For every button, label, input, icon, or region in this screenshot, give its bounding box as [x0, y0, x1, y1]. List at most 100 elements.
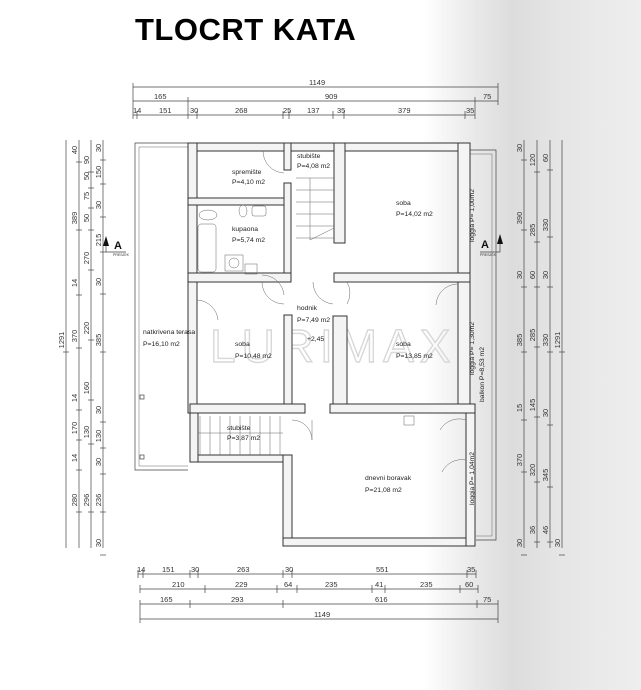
room-name: dnevni boravak [365, 475, 412, 482]
dim-label: 330 [541, 219, 550, 232]
dim-label: 165 [160, 595, 173, 604]
room-labels: spremište P=4,10 m2 stubište P=4,08 m2 k… [143, 153, 433, 494]
room-name: soba [396, 200, 411, 207]
dim-label: 14 [133, 106, 141, 115]
dim-label: 263 [237, 565, 250, 574]
dim-label: 35 [466, 106, 474, 115]
dim-label: 235 [420, 580, 433, 589]
dim-label: 151 [159, 106, 172, 115]
dim-label: 25 [283, 106, 291, 115]
dim-label: 30 [191, 565, 199, 574]
dim-label: 30 [94, 458, 103, 466]
dim-label: 1291 [57, 332, 66, 349]
dim-label: 30 [94, 278, 103, 286]
dim-label: 229 [235, 580, 248, 589]
dim-label: 389 [70, 212, 79, 225]
dim-label: 30 [515, 539, 524, 547]
dim-label: 385 [94, 334, 103, 347]
dim-label: 130 [82, 426, 91, 439]
dim-label: 14 [70, 394, 79, 402]
dim-label: 14 [137, 565, 145, 574]
section-sub: PRESJEK [480, 253, 497, 257]
dim-label: 30 [94, 406, 103, 414]
dim-label: 616 [375, 595, 388, 604]
dim-label: 151 [162, 565, 175, 574]
dim-label: 370 [515, 454, 524, 467]
room-name: natkrivena terasa [143, 329, 195, 336]
watermark: LURIMAX [210, 320, 456, 372]
dim-label: 60 [541, 154, 550, 162]
dim-label: 30 [94, 201, 103, 209]
room-area: P=13,85 m2 [396, 353, 433, 360]
level-mark: +2,45 [307, 336, 324, 343]
dim-label: 160 [82, 382, 91, 395]
dim-label: 130 [94, 430, 103, 443]
right-dimensions: 3039030385153703012028560285145320366033… [515, 140, 565, 556]
room-area: P=14,02 m2 [396, 211, 433, 218]
dim-label: 385 [515, 334, 524, 347]
dim-label: 30 [190, 106, 198, 115]
room-name: stubište [297, 153, 321, 160]
dim-label: 30 [541, 271, 550, 279]
dim-label: 370 [70, 330, 79, 343]
dim-label: 75 [82, 192, 91, 200]
section-marker-right: A PRESJEK [480, 234, 503, 257]
dim-label: 50 [82, 172, 91, 180]
room-name: soba [235, 341, 250, 348]
dim-label: 60 [528, 271, 537, 279]
section-sub: PRESJEK [113, 253, 130, 257]
room-name: hodnik [297, 305, 318, 312]
room-name: stubište [227, 425, 251, 432]
dim-label: 285 [528, 329, 537, 342]
dim-label: 64 [284, 580, 292, 589]
dim-label: 60 [465, 580, 473, 589]
dim-label: 75 [483, 595, 491, 604]
dim-label: 145 [528, 399, 537, 412]
dim-label: 1149 [314, 610, 330, 619]
dim-label: 50 [82, 214, 91, 222]
dim-label: 14 [70, 454, 79, 462]
walls [187, 142, 476, 547]
top-dimensions: 1149 165 909 75 14 151 30 268 25 137 35 … [132, 78, 499, 119]
dim-label: 390 [515, 212, 524, 225]
dim-label: 170 [70, 422, 79, 435]
dim-label: 30 [553, 539, 562, 547]
room-area: P=3,87 m2 [227, 435, 260, 442]
dim-label: 75 [483, 92, 491, 101]
room-area: P=7,49 m2 [297, 317, 330, 324]
section-marker-left: A PRESJEK [103, 236, 130, 257]
dim-label: 120 [528, 154, 537, 167]
dim-label: 15 [515, 404, 524, 412]
dim-label: 268 [235, 106, 248, 115]
dim-label: 30 [285, 565, 293, 574]
doors [196, 150, 467, 473]
dim-label: 1149 [309, 78, 325, 87]
plan-title: TLOCRT KATA [135, 12, 357, 47]
dim-label: 285 [528, 224, 537, 237]
loggia-label: loggia P= 1,00m2 [469, 189, 476, 242]
dim-label: 379 [398, 106, 411, 115]
dim-label: 1291 [553, 332, 562, 349]
dim-label: 30 [94, 144, 103, 152]
room-area: P=4,10 m2 [232, 179, 265, 186]
dim-label: 36 [528, 526, 537, 534]
dim-label: 270 [82, 252, 91, 265]
dim-label: 30 [515, 271, 524, 279]
dim-label: 551 [376, 565, 389, 574]
loggia-label: loggia P= 1,04m2 [469, 452, 476, 505]
dim-label: 150 [94, 166, 103, 179]
section-letter: A [481, 239, 489, 251]
dim-label: 345 [541, 469, 550, 482]
dim-label: 30 [515, 144, 524, 152]
dim-label: 215 [94, 234, 103, 247]
room-area: P=4,08 m2 [297, 163, 330, 170]
room-name: soba [396, 341, 411, 348]
dim-label: 296 [82, 494, 91, 507]
dim-label: 90 [82, 156, 91, 164]
bottom-dimensions: 14 151 30 263 30 551 35 210 229 64 235 4… [137, 565, 499, 623]
dim-label: 236 [94, 494, 103, 507]
dim-label: 14 [70, 279, 79, 287]
section-letter: A [114, 240, 122, 252]
side-labels: loggia P= 1,00m2 loggia P= 1,30m2 balkon… [469, 189, 486, 505]
